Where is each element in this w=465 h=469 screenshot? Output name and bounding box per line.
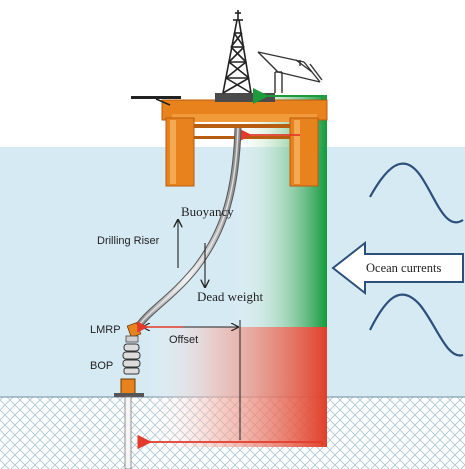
- helideck-icon: [131, 96, 181, 106]
- offset-dimension: [137, 320, 241, 440]
- dead-weight-label: Dead weight: [197, 289, 263, 304]
- red-offset-band: [145, 327, 327, 447]
- lmrp-label: LMRP: [90, 324, 121, 336]
- drilling-derrick-icon: [222, 10, 252, 94]
- buoyancy-label: Buoyancy: [181, 204, 234, 219]
- lmrp-bop-stack: [114, 322, 144, 469]
- green-deck-arrow: [253, 88, 323, 104]
- ocean-currents-label: Ocean currents: [366, 261, 441, 275]
- drilling-riser: [132, 127, 242, 332]
- offset-label: Offset: [169, 334, 198, 346]
- crane-icon: [257, 51, 323, 93]
- semisubmersible-platform: [161, 93, 328, 187]
- ocean-wave-lines: [369, 162, 464, 357]
- ocean-currents-arrow: [331, 240, 464, 296]
- drilling-riser-label: Drilling Riser: [97, 235, 160, 247]
- bop-label: BOP: [90, 360, 113, 372]
